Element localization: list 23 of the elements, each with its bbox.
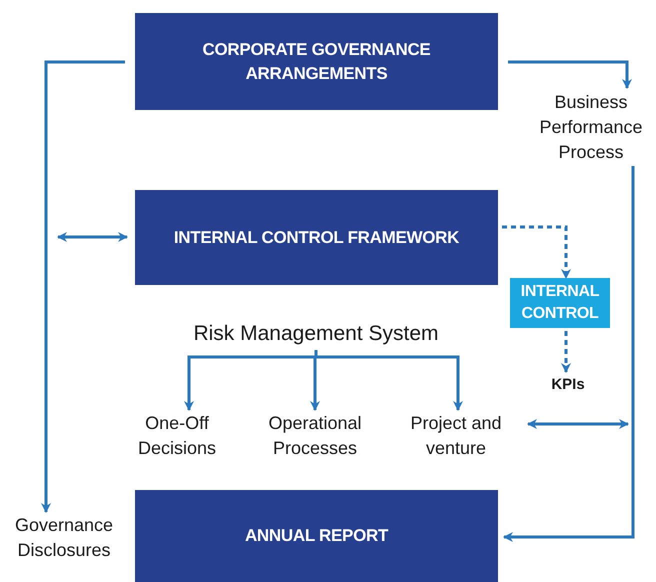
arrow [503, 166, 634, 542]
box-title: INTERNAL CONTROL FRAMEWORK [174, 226, 460, 248]
text-label: Governance Disclosures [0, 512, 128, 564]
arrow [508, 60, 632, 89]
text-label: Business Performance Process [526, 88, 656, 166]
arrow [502, 226, 571, 279]
text-label: Risk Management System [176, 318, 456, 350]
highlight-box [510, 278, 610, 328]
arrow [561, 331, 571, 373]
process-box [135, 190, 498, 285]
box-title: ANNUAL REPORT [244, 525, 388, 547]
text-label: One-Off Decisions [128, 410, 226, 462]
text-label: Project and venture [398, 410, 514, 462]
arrow [57, 232, 128, 242]
arrow [41, 60, 125, 513]
process-box [135, 490, 498, 582]
box-title: CORPORATE GOVERNANCE ARRANGEMENTS [202, 38, 432, 84]
arrow [314, 350, 463, 411]
box-title: INTERNAL CONTROL [520, 282, 600, 324]
arrow [527, 419, 629, 429]
text-label: KPIs [546, 372, 590, 398]
process-box [135, 13, 498, 110]
text-label: Operational Processes [254, 410, 376, 462]
